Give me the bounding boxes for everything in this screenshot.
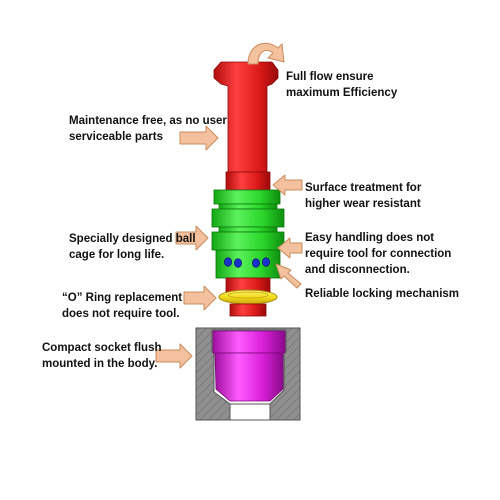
callout-line: and disconnection. <box>305 264 410 276</box>
arrow-surface <box>272 174 303 196</box>
callout-line: serviceable parts <box>69 131 163 143</box>
callout-surface-treatment: Surface treatment for higher wear resist… <box>305 180 421 212</box>
callout-easy-handling: Easy handling does not require tool for … <box>305 230 451 278</box>
callout-line: require tool for connection <box>305 248 452 260</box>
callout-line: Maintenance free, as no user <box>69 115 227 127</box>
arrow-easy-handling <box>277 237 303 259</box>
callout-line: Specially designed ball <box>69 233 196 245</box>
callout-maintenance: Maintenance free, as no user serviceable… <box>69 113 227 145</box>
callout-line: higher wear resistant <box>305 198 421 210</box>
ball <box>233 258 242 268</box>
callout-line: “O” Ring replacement <box>62 292 183 304</box>
callout-full-flow: Full flow ensure maximum Efficiency <box>286 69 397 101</box>
callout-line: mounted in the body. <box>42 358 158 370</box>
socket-body <box>195 327 301 421</box>
magenta-socket <box>212 330 286 402</box>
red-tip <box>229 303 267 317</box>
callout-line: cage for long life. <box>69 249 165 261</box>
arrow-socket <box>155 343 193 369</box>
flow-arrow <box>247 42 285 65</box>
ball <box>223 257 232 267</box>
ball <box>261 257 270 267</box>
arrow-locking <box>275 263 302 289</box>
o-ring <box>218 289 278 305</box>
callout-line: Easy handling does not <box>305 232 435 244</box>
green-sleeve <box>211 189 285 279</box>
ball-bearings <box>223 257 270 268</box>
arrow-o-ring <box>183 285 217 311</box>
socket-bore <box>229 403 271 421</box>
callout-locking-mechanism: Reliable locking mechanism <box>305 286 459 302</box>
callout-line: Reliable locking mechanism <box>305 288 460 300</box>
arrow-maintenance <box>179 125 219 151</box>
callout-line: Full flow ensure <box>286 71 374 83</box>
callout-compact-socket: Compact socket flush mounted in the body… <box>42 340 162 372</box>
arrow-ball-cage <box>175 225 209 251</box>
ball <box>251 258 260 268</box>
callout-line: Surface treatment for <box>305 182 422 194</box>
callout-line: maximum Efficiency <box>286 87 398 99</box>
callout-ball-cage: Specially designed ball cage for long li… <box>69 231 196 263</box>
callout-line: does not require tool. <box>62 308 180 320</box>
callout-line: Compact socket flush <box>42 342 162 354</box>
callout-o-ring: “O” Ring replacement does not require to… <box>62 290 182 322</box>
